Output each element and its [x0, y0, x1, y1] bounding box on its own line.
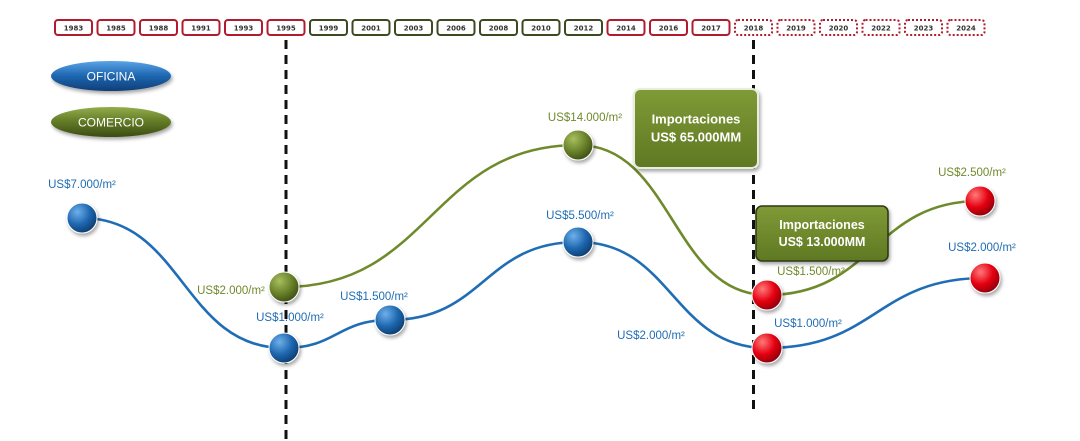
year-label: 2012	[574, 25, 594, 33]
year-box-2012	[564, 19, 603, 36]
year-label: 2022	[871, 25, 891, 33]
year-box-2019	[776, 19, 816, 36]
year-label: 2024	[956, 25, 976, 33]
data-label: US$2.000/m²	[617, 330, 685, 342]
year-label: 1985	[106, 25, 126, 33]
year-label: 1995	[276, 25, 296, 33]
data-label: US$1.500/m²	[340, 291, 408, 303]
data-point-comercio	[964, 185, 996, 217]
data-point-oficina	[969, 262, 1001, 294]
legend-label: OFICINA	[87, 70, 136, 84]
legend-label: COMERCIO	[78, 116, 144, 130]
year-label: 1999	[319, 25, 339, 33]
data-label: US$2.000/m²	[197, 285, 265, 297]
data-point-comercio	[268, 271, 300, 303]
year-box-2022	[861, 19, 901, 36]
year-label: 2008	[489, 25, 509, 33]
year-box-2010	[521, 19, 561, 36]
data-label: US$2.500/m²	[938, 167, 1006, 179]
year-box-1985	[96, 19, 136, 36]
year-label: 2006	[446, 25, 466, 33]
data-point-oficina	[66, 202, 98, 234]
data-labels: US$7.000/m² US$1.000/m² US$1.500/m² US$5.50…	[48, 112, 1016, 342]
year-label: 2019	[786, 25, 806, 33]
year-box-2014	[606, 19, 646, 36]
year-label: 2003	[404, 25, 424, 33]
annotation-bg	[633, 88, 759, 169]
data-label: US$2.000/m²	[948, 242, 1016, 254]
year-box-2018	[734, 19, 773, 36]
series-points	[66, 129, 1001, 364]
year-box-1993	[224, 19, 263, 36]
year-label: 2017	[701, 25, 721, 33]
year-box-2020	[819, 19, 858, 36]
year-label: 1993	[234, 25, 254, 33]
data-label: US$7.000/m²	[48, 179, 116, 191]
legend: OFICINA COMERCIO	[51, 61, 171, 137]
year-label: 1991	[191, 25, 211, 33]
data-label: US$1.000/m²	[256, 312, 324, 324]
data-label: US$1.000/m²	[774, 318, 842, 330]
year-box-1995	[266, 19, 306, 36]
annotation-line: US$ 13.000MM	[779, 235, 866, 249]
annotation-line: US$ 65.000MM	[651, 130, 741, 145]
year-label: 1983	[64, 25, 84, 33]
year-label: 2023	[914, 25, 934, 33]
annotation-bg	[755, 205, 889, 262]
legend-swatch-comercio	[51, 107, 171, 137]
data-label: US$5.500/m²	[546, 210, 614, 222]
year-box-2023	[904, 19, 943, 36]
year-box-2017	[691, 19, 731, 36]
data-point-oficina	[268, 332, 300, 364]
year-label: 2018	[744, 25, 764, 33]
year-box-1991	[181, 19, 221, 36]
year-label: 2001	[361, 25, 381, 33]
data-point-oficina	[751, 332, 783, 364]
year-box-2001	[351, 19, 391, 36]
year-box-1988	[139, 19, 178, 36]
data-point-comercio	[562, 129, 594, 161]
year-label: 2010	[531, 25, 551, 33]
annotation-line: Importaciones	[652, 112, 741, 127]
year-box-2006	[436, 19, 476, 36]
data-label: US$1.500/m²	[777, 266, 845, 278]
year-box-2016	[649, 19, 688, 36]
data-point-oficina	[562, 226, 594, 258]
data-point-comercio	[751, 279, 783, 311]
year-timeline: 1983 1985 1988 1991 1993 1995 1999 2001 2003 2006…	[54, 19, 986, 36]
year-box-2008	[479, 19, 518, 36]
series-line-oficina	[81, 216, 986, 350]
legend-swatch-oficina	[51, 61, 171, 91]
year-box-1999	[309, 19, 348, 36]
data-label: US$14.000/m²	[548, 112, 622, 124]
data-point-oficina	[374, 304, 406, 336]
annotation-line: Importaciones	[779, 218, 864, 232]
year-label: 2016	[659, 25, 679, 33]
year-label: 2014	[616, 25, 636, 33]
year-label: 1988	[149, 25, 169, 33]
year-box-2003	[394, 19, 433, 36]
year-box-2024	[946, 19, 986, 36]
year-label: 2020	[829, 25, 849, 33]
year-box-1983	[54, 19, 93, 36]
